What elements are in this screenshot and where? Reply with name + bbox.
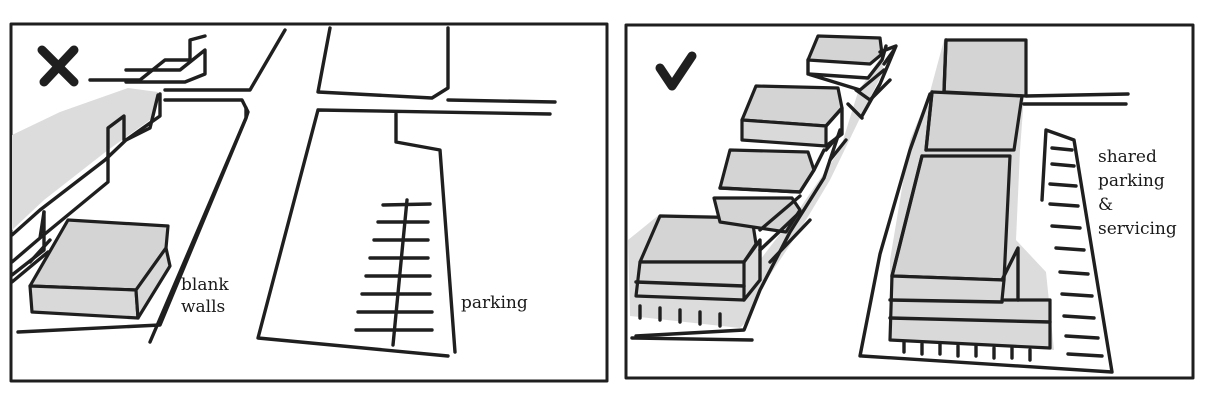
street-edge-row: [634, 44, 898, 338]
shared-parking-stalls: [1048, 146, 1104, 358]
tower-podium: [888, 274, 1052, 350]
row-building-2-roof: [712, 196, 802, 234]
row-building-4-wall: [740, 118, 828, 148]
street-edge-bottom: [630, 336, 754, 342]
parking-stall-line: [1062, 314, 1096, 320]
row-building-2-3-edges: [718, 148, 826, 264]
row-building-3-roof: [718, 148, 816, 194]
label-parking-2: parking: [1098, 171, 1165, 191]
panel-frame-left: [9, 22, 609, 383]
parking-stall-line: [1048, 182, 1078, 188]
label-blank: blank: [181, 275, 229, 295]
tower-podium-columns: [902, 340, 1032, 362]
row-building-5-roof: [806, 34, 884, 66]
parking-stall-line: [1060, 292, 1094, 298]
parking-stall-line: [1050, 162, 1076, 168]
road-edge-north-right: [316, 26, 450, 100]
label-parking: parking: [461, 293, 528, 313]
parking-stall-line: [1050, 224, 1082, 230]
label-servicing: servicing: [1098, 219, 1177, 239]
box-building-front-wall: [28, 284, 140, 320]
parking-lot-outline: [256, 108, 552, 358]
x-mark-stroke: [39, 45, 79, 87]
shared-lot-outline: [858, 92, 1114, 374]
tower-podium-floors: [888, 246, 1052, 324]
label-shared: shared: [1098, 147, 1157, 167]
parking-stall-line: [1048, 202, 1080, 208]
blank-wall-shadow: [12, 88, 158, 230]
road-edge-east: [446, 98, 557, 104]
panel-frame-right: [624, 23, 1195, 380]
parking-stall-line: [1054, 246, 1086, 252]
tower-middle-block: [924, 90, 1024, 152]
box-building-side-wall: [134, 246, 172, 320]
blank-wall-building-foot: [10, 210, 46, 277]
lot-edge-lines: [10, 106, 248, 334]
parking-stalls: [354, 198, 434, 347]
check-mark-icon: [655, 51, 697, 91]
upper-left-building-box: [124, 48, 207, 84]
parking-stall-line: [381, 202, 432, 207]
x-mark-icon: [37, 45, 79, 87]
panel-bad-example: blank walls parking: [9, 22, 609, 383]
tower-left-edges: [890, 38, 948, 278]
parking-stall-line: [1050, 146, 1074, 152]
blank-wall-building-corner: [124, 92, 162, 142]
label-walls: walls: [181, 297, 225, 317]
upper-left-building-outline: [88, 34, 207, 82]
row-building-1-edges: [634, 238, 762, 302]
label-ampersand: &: [1098, 195, 1113, 215]
panel-good-example: shared parking & servicing: [624, 23, 1195, 380]
tower-access-road: [1022, 92, 1130, 106]
tower-top-block: [942, 38, 1028, 98]
parking-aisle-line: [391, 198, 409, 347]
parking-stall-line: [1066, 352, 1104, 358]
parking-stall-line: [1058, 270, 1090, 276]
row-building-1-columns: [638, 304, 722, 328]
parking-stall-line: [1064, 334, 1100, 340]
road-edge-north-left: [163, 28, 287, 92]
